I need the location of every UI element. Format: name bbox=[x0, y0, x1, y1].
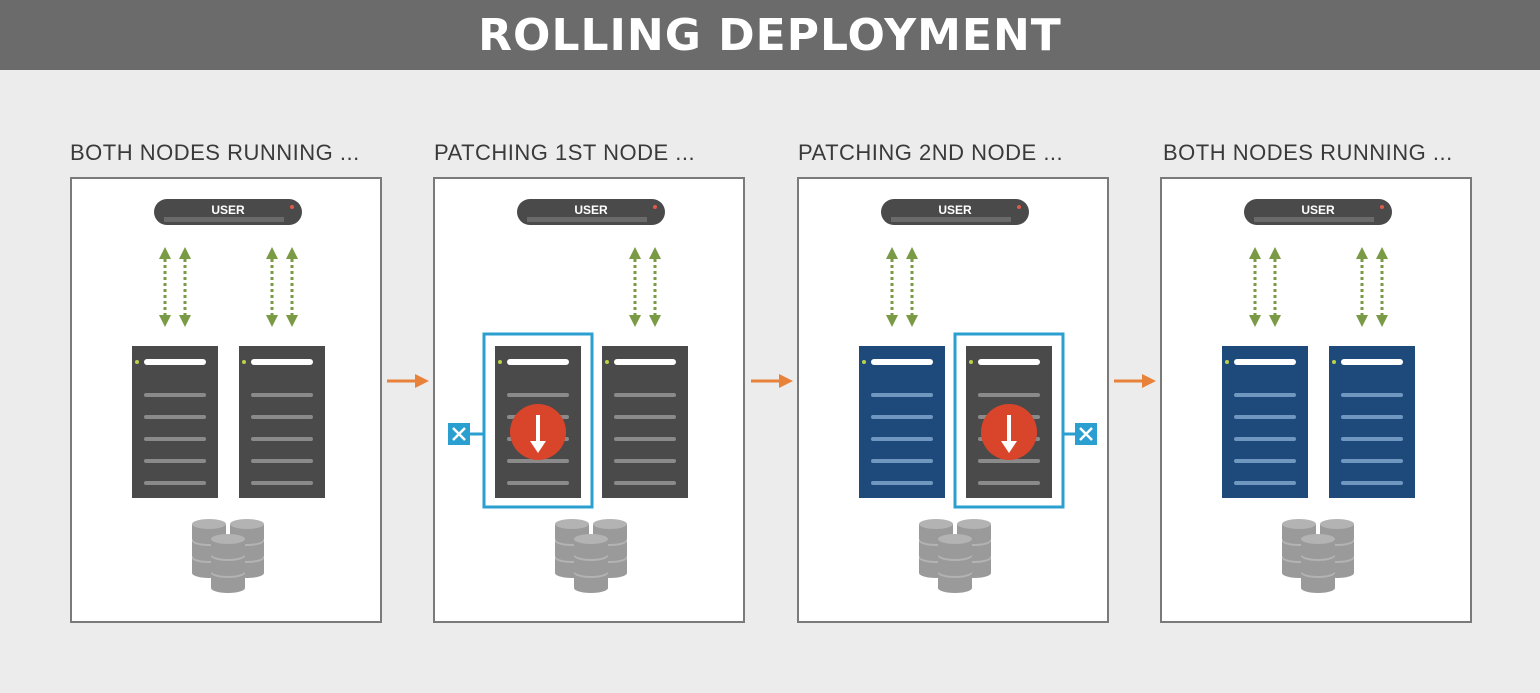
traffic-arrow-icon bbox=[266, 247, 298, 327]
traffic-arrow-icon bbox=[629, 247, 661, 327]
user-terminal-icon: USER bbox=[517, 199, 665, 225]
server-rack-icon-new bbox=[859, 346, 945, 498]
server-rack-icon-new bbox=[1222, 346, 1308, 498]
user-terminal-icon: USER bbox=[881, 199, 1029, 225]
server-rack-icon-old bbox=[132, 346, 218, 498]
traffic-arrow-icon bbox=[886, 247, 918, 327]
user-label: USER bbox=[574, 203, 608, 217]
stage-3-label: PATCHING 2ND NODE ... bbox=[798, 140, 1064, 165]
server-rack-icon-old bbox=[239, 346, 325, 498]
database-cluster-icon bbox=[192, 519, 264, 593]
stage-2-panel: USER bbox=[433, 177, 745, 623]
title-banner: ROLLING DEPLOYMENT bbox=[0, 0, 1540, 70]
stage-3-diagram: USER bbox=[859, 199, 1097, 593]
stage-2-label: PATCHING 1ST NODE ... bbox=[434, 140, 696, 165]
traffic-arrow-icon bbox=[1356, 247, 1388, 327]
patch-frame bbox=[953, 332, 1065, 509]
stage-4-panel: USER bbox=[1160, 177, 1472, 623]
stage-4-diagram: USER bbox=[1222, 199, 1415, 593]
user-label: USER bbox=[1301, 203, 1335, 217]
user-label: USER bbox=[211, 203, 245, 217]
patch-frame bbox=[482, 332, 594, 509]
stage-4-label: BOTH NODES RUNNING ... bbox=[1163, 140, 1453, 165]
stage-1-panel: USER bbox=[70, 177, 382, 623]
orange-arrow-icon bbox=[751, 374, 793, 388]
database-cluster-icon bbox=[555, 519, 627, 593]
disconnect-x-icon bbox=[1063, 423, 1097, 445]
diagram-title: ROLLING DEPLOYMENT bbox=[478, 9, 1062, 61]
stage-1-label: BOTH NODES RUNNING ... bbox=[70, 140, 360, 165]
download-patch-icon bbox=[510, 404, 566, 460]
orange-arrow-icon bbox=[387, 374, 429, 388]
traffic-arrow-icon bbox=[159, 247, 191, 327]
user-terminal-icon: USER bbox=[1244, 199, 1392, 225]
traffic-arrow-icon bbox=[1249, 247, 1281, 327]
stage-2-diagram: USER bbox=[448, 199, 688, 593]
server-rack-icon-old bbox=[602, 346, 688, 498]
stage-3-panel: USER bbox=[797, 177, 1109, 623]
disconnect-x-icon bbox=[448, 423, 484, 445]
download-patch-icon bbox=[981, 404, 1037, 460]
database-cluster-icon bbox=[919, 519, 991, 593]
orange-arrow-icon bbox=[1114, 374, 1156, 388]
database-cluster-icon bbox=[1282, 519, 1354, 593]
server-rack-icon-new bbox=[1329, 346, 1415, 498]
user-label: USER bbox=[938, 203, 972, 217]
stage-1-diagram: USER bbox=[132, 199, 325, 593]
user-terminal-icon: USER bbox=[154, 199, 302, 225]
